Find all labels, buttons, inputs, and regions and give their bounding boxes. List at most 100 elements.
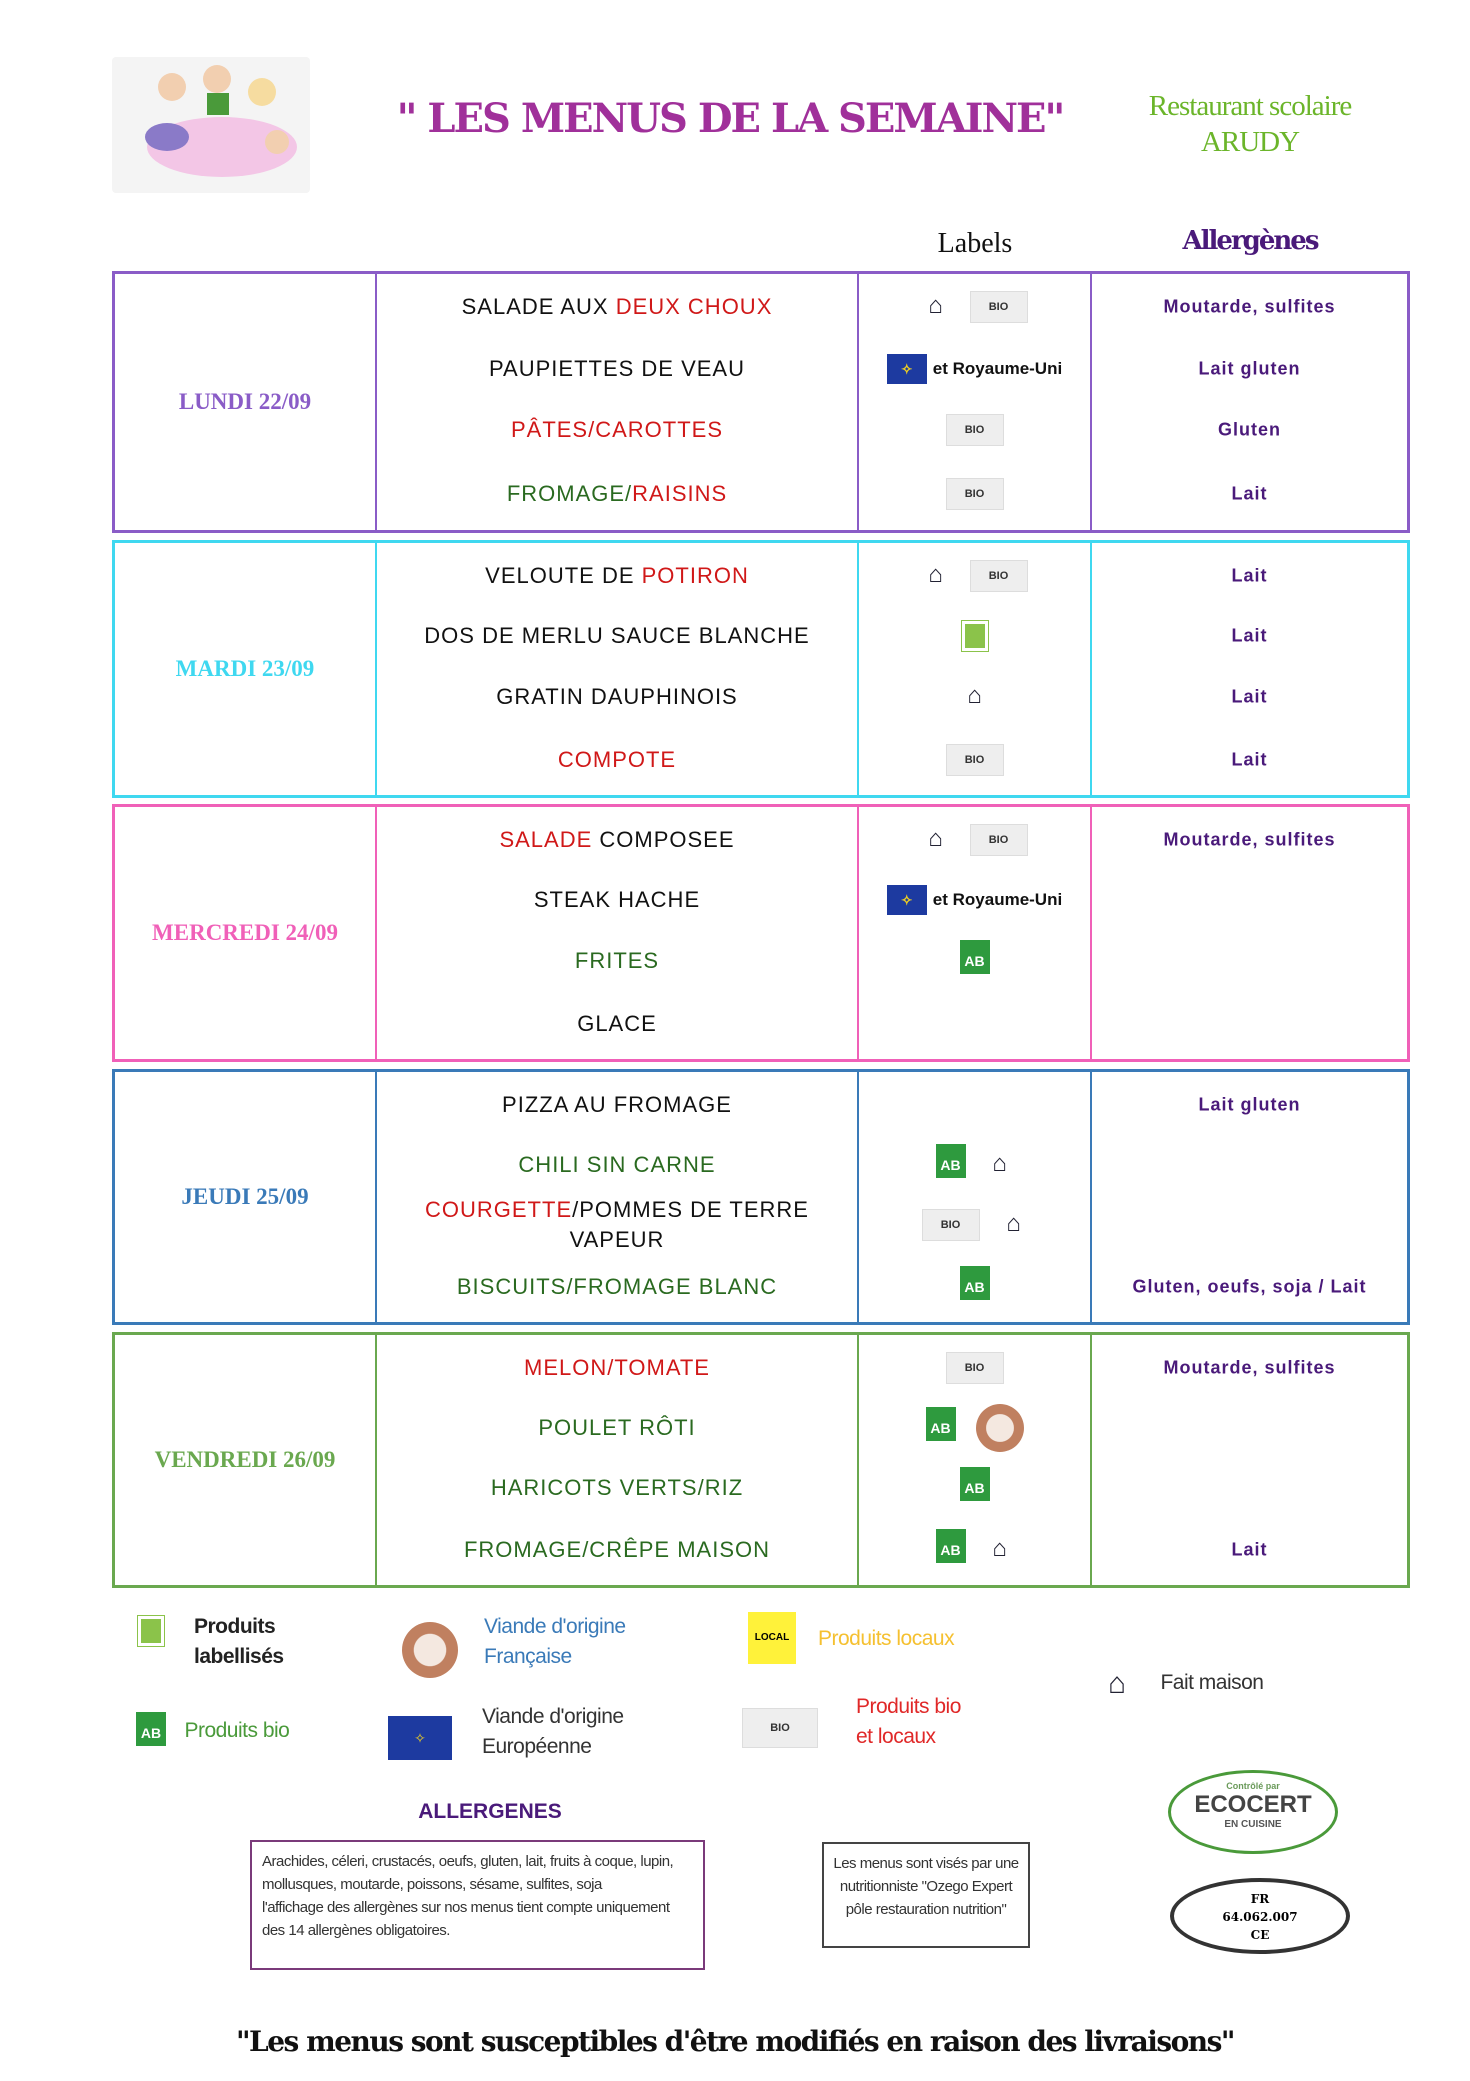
eu-uk-text: et Royaume-Uni [932,890,1063,910]
ecocert-logo: Contrôlé par ECOCERT EN CUISINE [1168,1770,1338,1854]
allergen-text: Lait gluten [1198,358,1301,379]
house-icon: ⌂ [1108,1666,1127,1700]
label-icons: ⌂BIO [859,823,1090,856]
dish: FROMAGE/CRÊPE MAISON [377,1535,857,1565]
dish: DOS DE MERLU SAUCE BLANCHE [377,621,857,651]
label-icons [859,1466,1090,1509]
dish-text: PIZZA AU FROMAGE [502,1091,732,1117]
allergen-text: Lait [1231,1539,1268,1560]
dish: COURGETTE/POMMES DE TERRE VAPEUR [377,1195,857,1255]
french-meat-icon [975,1403,1024,1452]
allergen-text: Moutarde, sulfites [1163,1357,1336,1377]
dish-text: /POMMES DE TERRE VAPEUR [569,1196,809,1252]
allergen-text: Gluten, oeufs, soja / Lait [1132,1276,1367,1297]
allergen-text: Moutarde, sulfites [1163,296,1336,317]
dish: BISCUITS/FROMAGE BLANC [377,1272,857,1302]
legend-fait-maison: ⌂ Fait maison [1108,1668,1328,1698]
ecolabel-icon [137,1615,165,1647]
legend-vf-line2: Française [484,1645,572,1668]
labels-column: ⌂BIO ✧et Royaume-Uni [859,807,1092,1059]
bio-local-icon: BIO [742,1708,818,1748]
label-icons: BIO [859,478,1090,511]
label-icons [859,939,1090,982]
page-title: " LES MENUS DE LA SEMAINE" [396,95,1066,142]
legend-eu-line1: Viande d'origine [482,1705,624,1728]
allergen-text: Lait [1231,565,1268,586]
legend-fait-maison-text: Fait maison [1160,1671,1264,1694]
allergens-box: Arachides, céleri, crustacés, oeufs, glu… [250,1840,705,1970]
dish: COMPOTE [377,745,857,775]
label-icons: ⌂ [859,681,1090,710]
ab-organic-icon [925,1406,956,1449]
dish: SALADE COMPOSEE [377,825,857,855]
dish: PAUPIETTES DE VEAU [377,354,857,384]
dish: HARICOTS VERTS/RIZ [377,1473,857,1503]
children-eating-illustration [112,57,310,193]
labels-column: BIO⌂ [859,1335,1092,1585]
local-badge-icon: LOCAL [748,1612,796,1664]
bio-local-icon: BIO [945,743,1004,776]
eu-flag-icon: ✧ [886,885,927,916]
dish-text: FROMAGE/CRÊPE MAISON [463,1537,771,1562]
footer-disclaimer: "Les menus sont susceptibles d'être modi… [235,2025,1236,2058]
dish-text: BISCUITS/FROMAGE BLANC [456,1274,778,1299]
eu-uk-text: et Royaume-Uni [932,358,1063,378]
dish-text: SALADE [499,826,593,852]
legend-biolocaux-line2: et locaux [856,1725,936,1748]
ecocert-line1: Contrôlé par [1226,1781,1280,1791]
labels-column-header: Labels [937,228,1013,259]
dish-text: GRATIN DAUPHINOIS [496,683,738,709]
allergens-column: Moutarde, sulfites [1092,807,1407,1059]
dish-text: VELOUTE DE [485,562,642,588]
house-icon: ⌂ [1006,1209,1021,1237]
legend-bio: Produits bio [136,1712,336,1754]
restaurant-town: ARUDY [1200,126,1300,158]
house-icon: ⌂ [928,560,943,588]
allergens-title: ALLERGENES [418,1800,562,1823]
allergen-text: Lait [1231,483,1268,504]
day-name: MERCREDI 24/09 [115,807,377,1059]
dish: STEAK HACHE [377,885,857,915]
dish-text: POULET RÔTI [538,1414,696,1440]
bio-local-icon: BIO [921,1208,980,1241]
nutrition-note-box: Les menus sont visés par une nutritionni… [822,1842,1030,1948]
french-meat-icon [402,1622,458,1678]
legend-bio-text: Produits bio [184,1719,290,1743]
bio-local-icon: BIO [969,559,1028,592]
label-icons: ⌂ [859,1529,1090,1571]
label-icons [859,620,1090,653]
day-name: JEUDI 25/09 [115,1072,377,1322]
ab-organic-icon [959,1466,990,1509]
house-icon: ⌂ [967,681,982,709]
ab-organic-icon [959,1266,990,1308]
dish-text: COMPOTE [557,746,677,772]
legend-labellises-line1: Produits [194,1615,276,1638]
legend-locaux: LOCAL Produits locaux [748,1612,1008,1672]
ab-organic-icon [935,1529,966,1571]
eu-uk-origin: ✧et Royaume-Uni [886,885,1063,916]
dish: GLACE [377,1009,857,1039]
dish: PÂTES/CAROTTES [377,415,857,445]
dish-text: SALADE AUX [461,294,616,320]
allergen-text: Lait [1231,625,1268,646]
dish-text: GLACE [577,1010,657,1036]
day-name: VENDREDI 26/09 [115,1335,377,1585]
dish-text: RAISINS [632,481,728,507]
dishes-column: SALADE AUX DEUX CHOUX PAUPIETTES DE VEAU P… [377,274,859,530]
dish: SALADE AUX DEUX CHOUX [377,292,857,322]
restaurant-line1: Restaurant scolaire [1148,90,1352,122]
